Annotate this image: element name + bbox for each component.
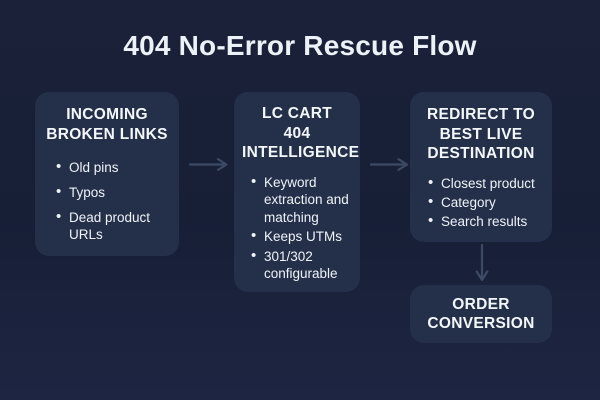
- diagram-title: 404 No-Error Rescue Flow: [123, 30, 477, 61]
- bullet-list: Closest product Category Search results: [420, 174, 542, 231]
- arrow-right-icon: [188, 158, 228, 171]
- node-heading: LC CART 404 INTELLIGENCE: [242, 105, 360, 161]
- bullet-item: Keyword extraction and matching: [251, 173, 352, 227]
- bullet-item: Search results: [428, 212, 542, 231]
- bullet-list: Old pins Typos Dead product URLs: [45, 158, 169, 243]
- node-heading: INCOMING BROKEN LINKS: [46, 106, 168, 143]
- node-incoming-broken-links: INCOMING BROKEN LINKS Old pins Typos Dea…: [35, 92, 179, 256]
- bullet-item: Closest product: [428, 174, 542, 193]
- arrow-right-icon: [369, 158, 409, 171]
- bullet-item: Old pins: [56, 158, 169, 176]
- bullet-item: Typos: [56, 183, 169, 201]
- bullet-item: Keeps UTMs: [251, 227, 352, 246]
- node-lc-cart-404-intelligence: LC CART 404 INTELLIGENCE Keyword extract…: [234, 92, 360, 292]
- bullet-item: Dead product URLs: [56, 208, 169, 243]
- bullet-list: Keyword extraction and matching Keeps UT…: [242, 173, 352, 283]
- bullet-item: Category: [428, 193, 542, 212]
- node-redirect-to-best-live-destination: REDIRECT TO BEST LIVE DESTINATION Closes…: [410, 92, 552, 242]
- bullet-item: 301/302 configurable: [251, 247, 352, 283]
- node-heading: ORDER CONVERSION: [427, 295, 535, 333]
- node-order-conversion: ORDER CONVERSION: [410, 285, 552, 343]
- arrow-down-icon: [475, 243, 489, 282]
- node-heading: REDIRECT TO BEST LIVE DESTINATION: [426, 106, 536, 162]
